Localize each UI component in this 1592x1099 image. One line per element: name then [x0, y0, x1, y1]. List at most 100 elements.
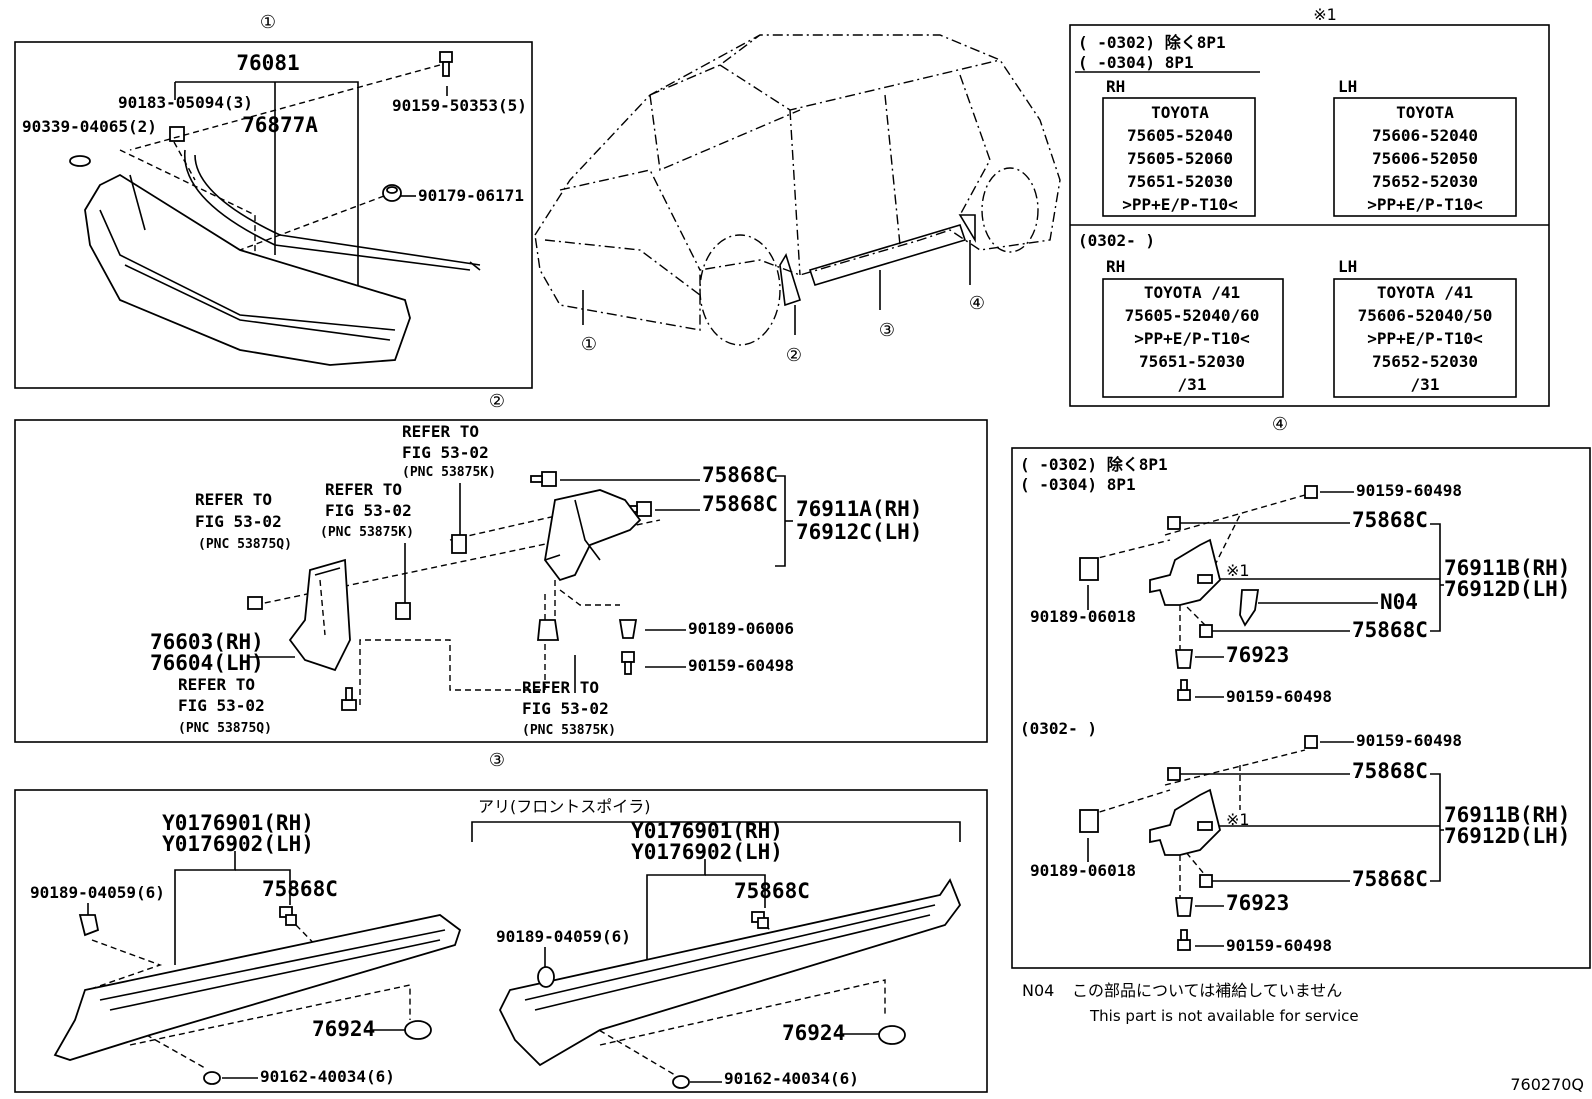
panel-1-front-spoiler: ① 76081 76877A 90183-05094(3) 90339-0406…: [14, 12, 533, 389]
mudguard-76911A-part: [544, 489, 642, 582]
clip-53875K-icon: [451, 534, 467, 554]
label-76081[interactable]: 76081: [236, 51, 299, 75]
refer-pnc-2[interactable]: (PNC 53875K): [320, 525, 414, 540]
callout-4-label: ④: [1272, 414, 1288, 435]
car-callout-4: ④: [969, 293, 985, 314]
emb-top-lh-line: TOYOTA: [1396, 103, 1454, 122]
label-76912D-a[interactable]: 76912D(LH): [1444, 577, 1570, 601]
side-skirt-right-part: [498, 878, 962, 1067]
label-90189-06006[interactable]: 90189-06006: [688, 619, 794, 638]
emb-top-lh-line: 75606-52050: [1372, 149, 1478, 168]
label-90162-40034-left[interactable]: 90162-40034(6): [260, 1067, 395, 1086]
label-Y0176901-left[interactable]: Y0176901(RH): [162, 811, 314, 835]
footer-code: 760270Q: [1510, 1075, 1584, 1094]
refer-pnc-4[interactable]: (PNC 53875Q): [178, 721, 272, 736]
car-callout-3: ③: [879, 320, 895, 341]
clip-90189-04059-left-icon: [78, 914, 100, 937]
side-skirt-left-part: [53, 914, 462, 1061]
label-75868C-left[interactable]: 75868C: [262, 877, 338, 901]
clip-90189-icon: [618, 619, 638, 639]
label-76877A[interactable]: 76877A: [242, 113, 318, 137]
refer-fig-1[interactable]: FIG 53-02: [402, 443, 489, 462]
refer-pnc-3[interactable]: (PNC 53875Q): [198, 537, 292, 552]
label-Y0176901-right[interactable]: Y0176901(RH): [631, 819, 783, 843]
note-code: N04: [1022, 981, 1054, 1000]
label-90159-60498-c[interactable]: 90159-60498: [1356, 731, 1462, 750]
label-75868C-right[interactable]: 75868C: [734, 879, 810, 903]
emb-top-lh-line: >PP+E/P-T10<: [1367, 195, 1483, 214]
emb-top-rh-line: 75651-52030: [1127, 172, 1233, 191]
label-Y0176902-left[interactable]: Y0176902(LH): [162, 832, 314, 856]
refer-to-1[interactable]: REFER TO: [402, 422, 479, 441]
label-75868C-p4a[interactable]: 75868C: [1352, 508, 1428, 532]
refer-pnc-1[interactable]: (PNC 53875K): [402, 465, 496, 480]
emblem-lh-top: LH: [1338, 77, 1357, 96]
emb-bot-lh-line: TOYOTA /41: [1377, 283, 1473, 302]
asterisk-label: ※1: [1313, 5, 1337, 24]
label-76924-left[interactable]: 76924: [312, 1017, 375, 1041]
label-90189-06018-a[interactable]: 90189-06018: [1030, 607, 1136, 626]
label-90179-06171[interactable]: 90179-06171: [418, 186, 524, 205]
label-75868C-p4d[interactable]: 75868C: [1352, 867, 1428, 891]
bracket-90189-a-icon: [1079, 557, 1099, 581]
label-90159-60498-a[interactable]: 90159-60498: [1356, 481, 1462, 500]
label-76911B-b[interactable]: 76911B(RH): [1444, 803, 1570, 827]
label-90162-40034-right[interactable]: 90162-40034(6): [724, 1069, 859, 1088]
emblem-lh-bottom: LH: [1338, 257, 1357, 276]
label-76911B-a[interactable]: 76911B(RH): [1444, 556, 1570, 580]
vehicle-overview: ① ② ③ ④: [534, 34, 1061, 366]
label-90189-04059-left[interactable]: 90189-04059(6): [30, 883, 165, 902]
label-76912C[interactable]: 76912C(LH): [796, 520, 922, 544]
emb-top-rh-line: TOYOTA: [1151, 103, 1209, 122]
label-90189-04059-right[interactable]: 90189-04059(6): [496, 927, 631, 946]
refer-to-5[interactable]: REFER TO: [522, 678, 599, 697]
refer-fig-4[interactable]: FIG 53-02: [178, 696, 265, 715]
refer-to-2[interactable]: REFER TO: [325, 480, 402, 499]
label-75868C-p4c[interactable]: 75868C: [1352, 759, 1428, 783]
label-76924-right[interactable]: 76924: [782, 1021, 845, 1045]
note-en: This part is not available for service: [1089, 1007, 1359, 1025]
screw-left-icon: [247, 596, 263, 610]
label-76923-b[interactable]: 76923: [1226, 891, 1289, 915]
label-90189-06018-b[interactable]: 90189-06018: [1030, 861, 1136, 880]
label-76911A[interactable]: 76911A(RH): [796, 497, 922, 521]
label-90159-50353[interactable]: 90159-50353(5): [392, 96, 527, 115]
label-76603[interactable]: 76603(RH): [150, 630, 264, 654]
screw-p4-a4-icon: [1177, 679, 1191, 701]
panel4-cond-1b: ( -0304) 8P1: [1020, 475, 1136, 494]
emblem-box-rh-top: [1102, 97, 1256, 217]
label-90339-04065[interactable]: 90339-04065(2): [22, 117, 157, 136]
refer-fig-2[interactable]: FIG 53-02: [325, 501, 412, 520]
label-75868C-a[interactable]: 75868C: [702, 463, 778, 487]
screw-p4-b2-icon: [1199, 874, 1213, 888]
label-90159-60498-p2[interactable]: 90159-60498: [688, 656, 794, 675]
panel4-cond-2: (0302- ): [1020, 719, 1097, 738]
label-76912D-b[interactable]: 76912D(LH): [1444, 824, 1570, 848]
label-90159-60498-d[interactable]: 90159-60498: [1226, 936, 1332, 955]
label-76923-a[interactable]: 76923: [1226, 643, 1289, 667]
label-90159-60498-b[interactable]: 90159-60498: [1226, 687, 1332, 706]
label-90183-05094[interactable]: 90183-05094(3): [118, 93, 253, 112]
label-76604[interactable]: 76604(LH): [150, 651, 264, 675]
label-Y0176902-right[interactable]: Y0176902(LH): [631, 840, 783, 864]
emblem-bottom-rh-list: TOYOTA /4175605-52040/60>PP+E/P-T10<7565…: [1125, 283, 1260, 394]
refer-fig-3[interactable]: FIG 53-02: [195, 512, 282, 531]
nut-76924-right-icon: [878, 1025, 906, 1045]
screw-p4-a2-icon: [1199, 624, 1213, 638]
refer-to-4[interactable]: REFER TO: [178, 675, 255, 694]
refer-to-3[interactable]: REFER TO: [195, 490, 272, 509]
label-75868C-b[interactable]: 75868C: [702, 492, 778, 516]
refer-pnc-5[interactable]: (PNC 53875K): [522, 723, 616, 738]
label-N04[interactable]: N04: [1380, 590, 1418, 614]
mudguard-76911B-b-part: [1149, 788, 1221, 856]
emblem-cond-1b: ( -0304) 8P1: [1078, 53, 1194, 72]
emb-bot-lh-line: 75652-52030: [1372, 352, 1478, 371]
label-75868C-p4b[interactable]: 75868C: [1352, 618, 1428, 642]
emb-bot-rh-line: /31: [1178, 375, 1207, 394]
panel-1-frame: [14, 41, 533, 389]
emblem-cond-2: (0302- ): [1078, 231, 1155, 250]
mudguard-76911B-a-part: [1149, 538, 1221, 606]
refer-fig-5[interactable]: FIG 53-02: [522, 699, 609, 718]
bracket-90189-b-icon: [1079, 809, 1099, 833]
note-jp: この部品については補給していません: [1072, 981, 1342, 1000]
